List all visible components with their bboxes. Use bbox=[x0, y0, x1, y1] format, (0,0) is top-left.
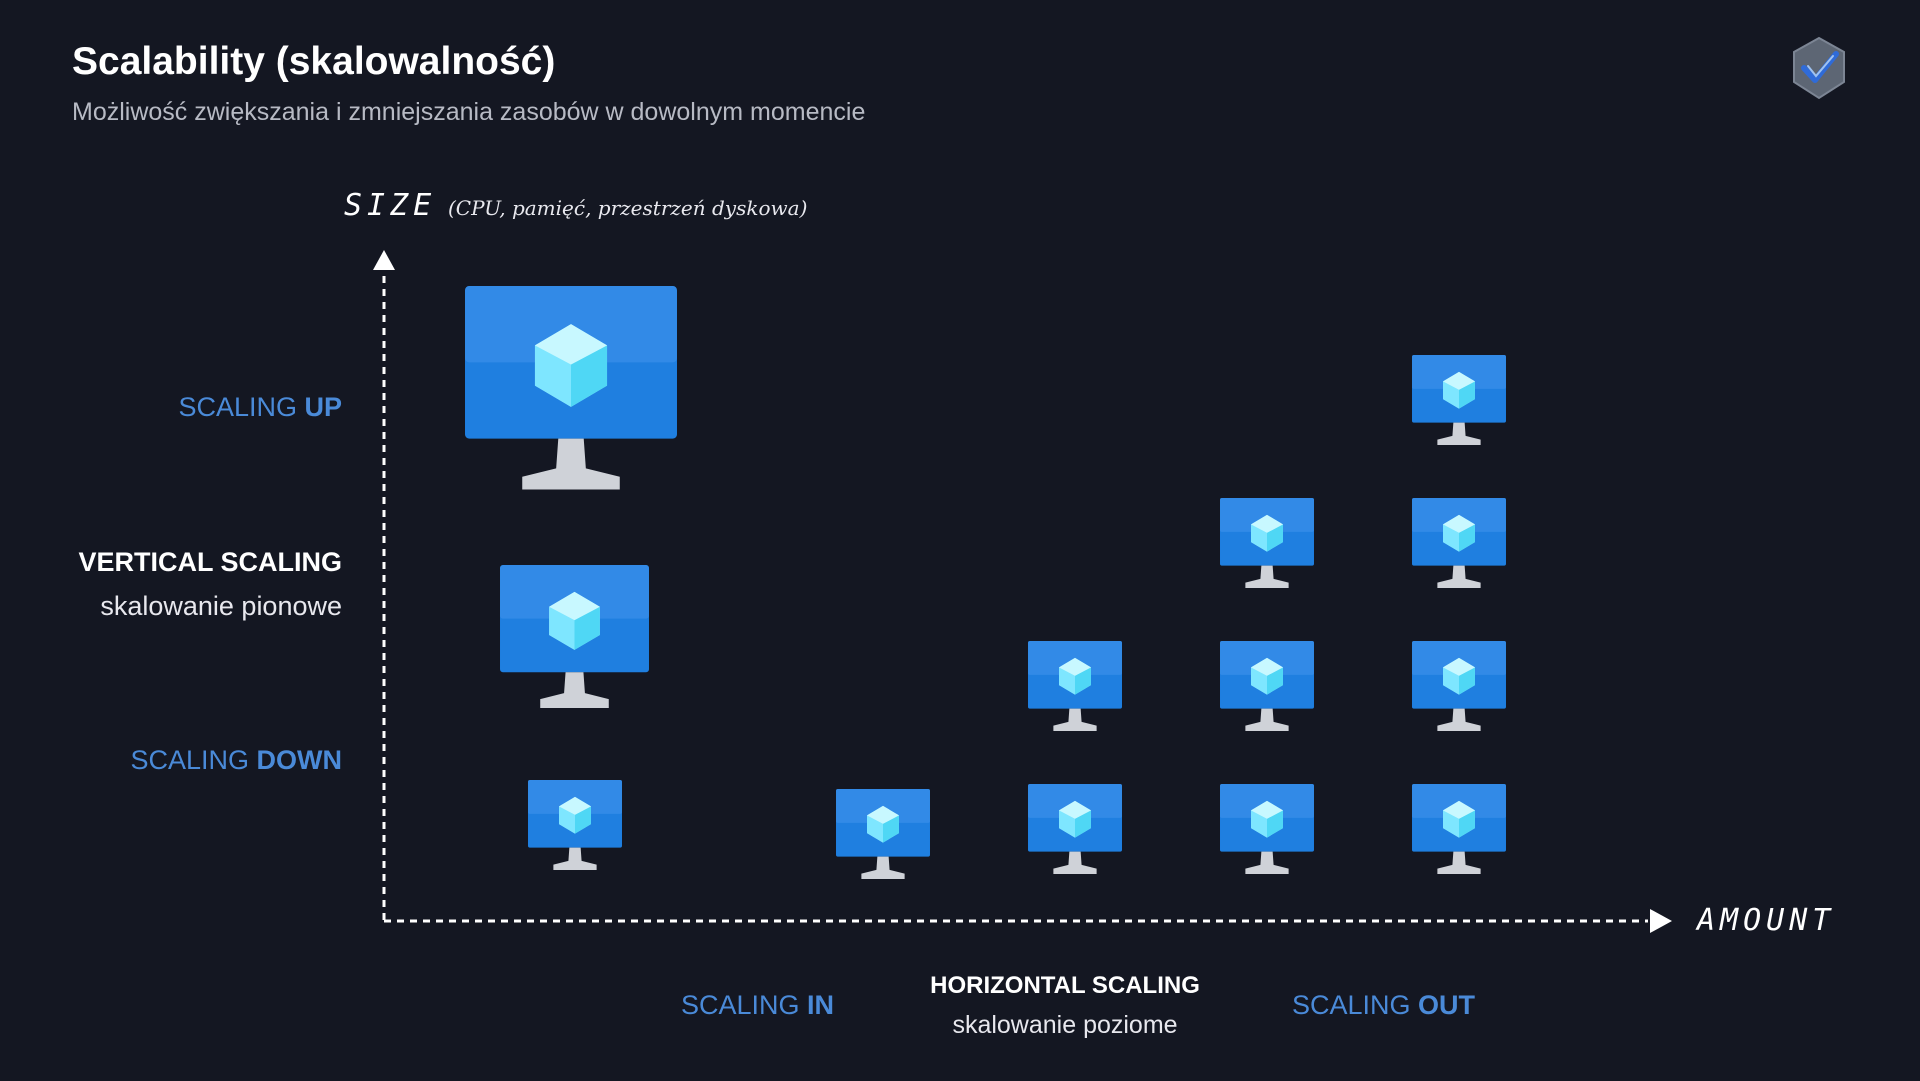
vm-icon bbox=[1220, 784, 1314, 875]
vm-icon-medium bbox=[500, 565, 649, 709]
scaling-up-label: SCALING UP bbox=[178, 392, 342, 422]
scaling-in-label: SCALING IN bbox=[681, 990, 835, 1020]
x-axis-label: AMOUNT bbox=[1697, 903, 1836, 938]
vm-icon bbox=[1220, 641, 1314, 732]
page-subtitle: Możliwość zwiększania i zmniejszania zas… bbox=[72, 98, 866, 126]
scaling-out-label: SCALING OUT bbox=[1292, 990, 1476, 1020]
arrow-right-icon bbox=[1650, 909, 1672, 933]
vertical-scaling-title: VERTICAL SCALING bbox=[78, 547, 342, 577]
vm-icon-large bbox=[465, 286, 677, 490]
vm-icon bbox=[1412, 641, 1506, 732]
horizontal-scaling-title: HORIZONTAL SCALING bbox=[930, 972, 1200, 999]
vm-icon bbox=[1028, 641, 1122, 732]
horizontal-scaling-subtitle: skalowanie poziome bbox=[952, 1011, 1178, 1039]
shield-check-icon bbox=[1793, 36, 1845, 100]
vm-icon bbox=[1028, 784, 1122, 875]
vm-icon bbox=[1220, 498, 1314, 589]
vm-icon bbox=[1412, 784, 1506, 875]
page-title: Scalability (skalowalność) bbox=[72, 40, 556, 83]
y-axis-label-note: (CPU, pamięć, przestrzeń dyskowa) bbox=[448, 196, 808, 220]
scaling-down-label: SCALING DOWN bbox=[130, 745, 342, 775]
vm-icon-small bbox=[528, 780, 622, 871]
vm-icon bbox=[1412, 355, 1506, 446]
vm-icon bbox=[836, 789, 930, 880]
y-axis-label: SIZE bbox=[344, 188, 437, 223]
vm-icon bbox=[1412, 498, 1506, 589]
arrow-up-icon bbox=[373, 250, 395, 270]
vertical-scaling-subtitle: skalowanie pionowe bbox=[100, 591, 342, 621]
